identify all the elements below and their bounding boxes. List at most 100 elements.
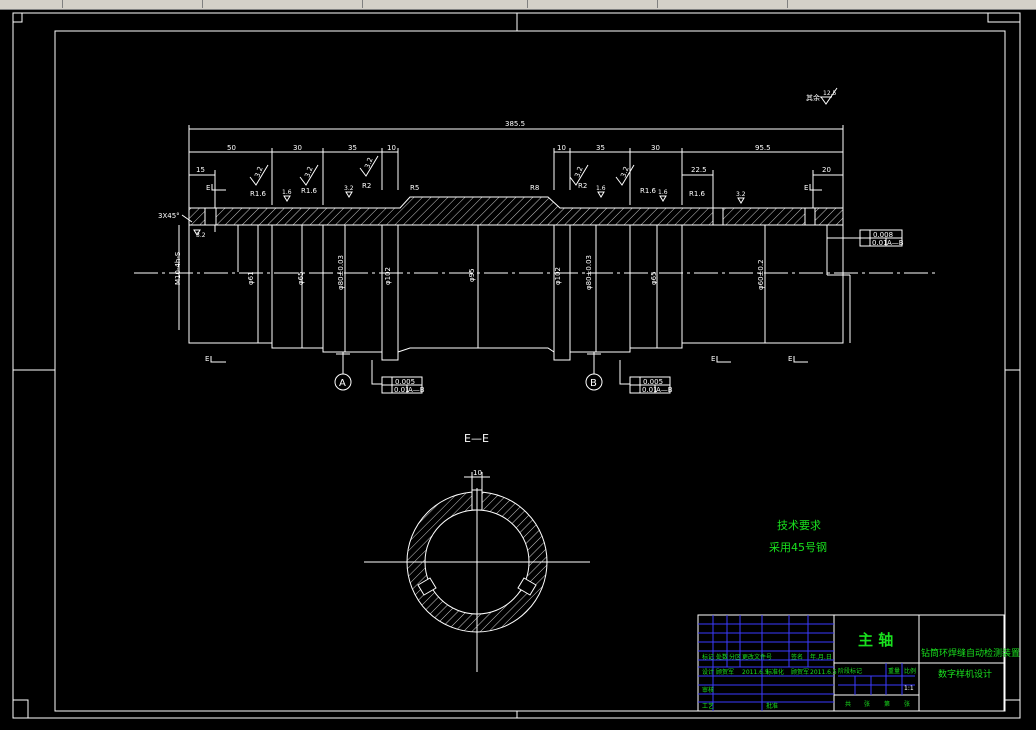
svg-text:E: E <box>206 184 210 192</box>
svg-text:φ65: φ65 <box>650 271 658 285</box>
svg-text:0.01: 0.01 <box>394 386 410 394</box>
toolbar-tab[interactable] <box>362 0 528 8</box>
svg-text:3.2: 3.2 <box>363 156 374 169</box>
project-name-line1: 钻筒环焊缝自动检测装置 <box>921 647 1020 659</box>
svg-text:顾贺军: 顾贺军 <box>791 668 809 676</box>
svg-text:阶段标记: 阶段标记 <box>838 667 862 675</box>
svg-text:50: 50 <box>227 144 236 152</box>
svg-text:R1.6: R1.6 <box>301 187 318 195</box>
svg-text:φ102: φ102 <box>384 267 392 285</box>
svg-text:A—B: A—B <box>656 386 673 394</box>
svg-text:A—B: A—B <box>408 386 425 394</box>
toolbar-tab[interactable] <box>202 0 363 8</box>
svg-text:审核: 审核 <box>702 686 714 694</box>
svg-text:22.5: 22.5 <box>691 166 707 174</box>
svg-text:第: 第 <box>884 700 890 708</box>
svg-text:30: 30 <box>651 144 660 152</box>
svg-text:技术要求: 技术要求 <box>777 519 821 532</box>
title-block-grid <box>698 615 915 711</box>
corner-mark <box>13 699 29 718</box>
svg-text:φ65: φ65 <box>297 271 305 285</box>
tolerance-frame-right: 0.008 0.01 A—B <box>826 225 904 247</box>
svg-text:1.6: 1.6 <box>658 189 668 196</box>
title-block: 标记 处数 分区 更改文件号 签名 年.月.日 设计 顾贺军 2011.6.5 … <box>697 614 1020 712</box>
svg-text:签名: 签名 <box>791 653 803 661</box>
project-name-line2: 数字样机设计 <box>938 668 992 680</box>
svg-text:3.2: 3.2 <box>573 165 584 178</box>
svg-text:0.008: 0.008 <box>873 231 893 239</box>
svg-text:3.2: 3.2 <box>303 165 314 178</box>
svg-text:φ95: φ95 <box>468 268 476 282</box>
section-e-e-view: E—E 10 <box>364 432 590 672</box>
svg-text:张: 张 <box>904 700 910 708</box>
svg-text:2011.6.5: 2011.6.5 <box>742 669 769 676</box>
svg-text:R1.6: R1.6 <box>250 190 267 198</box>
fillet-radius-labels: R1.6 R1.6 R2 R5 R8 R2 R1.6 R1.6 <box>250 182 706 198</box>
diameter-labels: φ61 φ65 φ80±0.03 φ102 φ95 φ102 φ80±0.03 … <box>158 212 765 290</box>
svg-text:3.2: 3.2 <box>253 165 264 178</box>
svg-text:E—E: E—E <box>464 432 489 445</box>
svg-text:E: E <box>205 355 209 363</box>
svg-text:35: 35 <box>348 144 357 152</box>
svg-text:更改文件号: 更改文件号 <box>742 653 772 661</box>
datum-a: A <box>334 352 352 391</box>
svg-text:φ61: φ61 <box>247 271 255 285</box>
svg-text:标准化: 标准化 <box>766 668 784 676</box>
svg-text:标记: 标记 <box>702 653 714 661</box>
shaft-top-wall-section <box>188 196 844 226</box>
svg-text:0.01: 0.01 <box>872 239 888 247</box>
toolbar-tab[interactable] <box>657 0 788 8</box>
svg-text:30: 30 <box>293 144 302 152</box>
svg-text:R5: R5 <box>410 184 419 192</box>
svg-text:2011.6.5: 2011.6.5 <box>810 669 837 676</box>
svg-text:B: B <box>590 378 597 389</box>
svg-text:0.01: 0.01 <box>642 386 658 394</box>
svg-text:E: E <box>711 355 715 363</box>
corner-mark <box>1005 699 1021 718</box>
part-name: 主 轴 <box>858 631 893 649</box>
svg-text:设计: 设计 <box>702 668 714 676</box>
svg-text:处数: 处数 <box>716 653 728 661</box>
section-marks-bottom: E E E <box>205 355 808 363</box>
toolbar-tab[interactable] <box>62 0 203 8</box>
svg-text:10: 10 <box>387 144 396 152</box>
svg-text:R1.6: R1.6 <box>689 190 706 198</box>
svg-text:1.6: 1.6 <box>596 185 606 192</box>
svg-text:3.2: 3.2 <box>619 165 630 178</box>
svg-text:1:1: 1:1 <box>904 685 914 692</box>
svg-text:3X45°: 3X45° <box>158 212 180 220</box>
svg-text:年.月.日: 年.月.日 <box>810 653 832 661</box>
svg-text:3.2: 3.2 <box>736 191 746 198</box>
tolerance-frame-a: 0.005 0.01 A—B <box>371 360 425 394</box>
svg-text:分区: 分区 <box>729 653 741 661</box>
svg-text:采用45号钢: 采用45号钢 <box>769 541 827 554</box>
svg-text:共: 共 <box>845 700 851 708</box>
svg-text:R2: R2 <box>578 182 587 190</box>
left-step-dimensions: 50 30 35 10 15 <box>189 144 399 210</box>
svg-text:φ60±0.2: φ60±0.2 <box>757 259 765 290</box>
svg-text:20: 20 <box>822 166 831 174</box>
svg-text:张: 张 <box>864 700 870 708</box>
general-roughness-symbol: 其余 12.5 <box>806 87 838 105</box>
right-step-dimensions: 10 35 30 95.5 22.5 20 <box>553 144 843 210</box>
svg-text:重量: 重量 <box>888 667 900 675</box>
svg-text:0.005: 0.005 <box>643 378 663 386</box>
toolbar-tab[interactable] <box>0 0 63 8</box>
svg-text:R2: R2 <box>362 182 371 190</box>
svg-text:φ80±0.03: φ80±0.03 <box>337 255 345 290</box>
svg-text:385.5: 385.5 <box>505 120 525 128</box>
svg-text:顾贺军: 顾贺军 <box>716 668 734 676</box>
datum-b: B <box>585 352 603 391</box>
shaft-outline <box>134 225 935 361</box>
svg-text:12.5: 12.5 <box>823 90 837 97</box>
overall-length-dimension: 385.5 <box>188 120 844 210</box>
svg-text:95.5: 95.5 <box>755 144 771 152</box>
toolbar-tab[interactable] <box>527 0 658 8</box>
section-marks-top: E E <box>206 184 822 192</box>
svg-text:3.2: 3.2 <box>344 185 354 192</box>
svg-text:10: 10 <box>473 469 482 477</box>
svg-text:批准: 批准 <box>766 702 778 710</box>
svg-text:10: 10 <box>557 144 566 152</box>
svg-text:15: 15 <box>196 166 205 174</box>
